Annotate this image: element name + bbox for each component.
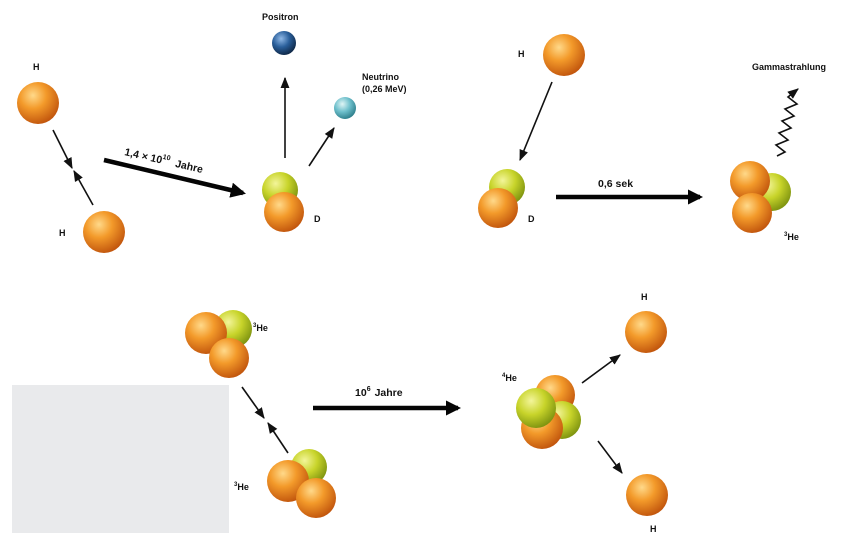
time-exp-3: 6 [367, 386, 371, 393]
label-he4: 4He [502, 373, 517, 383]
positron-particle [272, 31, 296, 55]
arrow-h-step2 [519, 81, 553, 162]
time-base-1: 1,4 × 10 [123, 146, 163, 166]
arrow-he3-top-in [241, 386, 265, 419]
label-positron: Positron [262, 12, 299, 22]
label-neutrino-name: Neutrino [362, 72, 400, 82]
arrow-h-top-in [52, 129, 73, 170]
time-unit-3: Jahre [375, 387, 403, 399]
time-exp-1: 10 [162, 154, 171, 163]
label-gamma: Gammastrahlung [752, 62, 826, 72]
he3-top-sym: He [256, 323, 268, 333]
proton-h-step2 [543, 34, 585, 76]
label-h-out-top: H [641, 292, 648, 302]
label-neutrino-energy: (0,26 MeV) [362, 84, 407, 94]
neutrino-particle [334, 97, 356, 119]
label-h-out-bottom: H [650, 524, 657, 533]
he3-bottom-sym: He [237, 482, 249, 492]
label-d-1: D [314, 214, 321, 224]
arrow-h-out-top [581, 354, 621, 384]
proton-h-bottom [83, 211, 125, 253]
gamma-wave [774, 88, 799, 157]
proton-h-top [17, 82, 59, 124]
proton-d1 [264, 192, 304, 232]
arrow-reaction-1 [103, 157, 246, 198]
time-label-2: 0,6 sek [598, 178, 633, 190]
neutron-he4-front [516, 388, 556, 428]
arrow-h-bottom-in [73, 170, 94, 206]
label-he3-step2: 3He [784, 232, 799, 242]
proton-d2 [478, 188, 518, 228]
proton-he3-step2-top [730, 161, 770, 201]
time-unit-1: Jahre [174, 158, 204, 176]
he3-top-sup: 3 [253, 323, 257, 329]
arrow-he3-bottom-in [267, 422, 289, 454]
label-h-bottom: H [59, 228, 66, 238]
label-he3-top: 3He [253, 323, 268, 333]
he3-bottom-sup: 3 [234, 482, 238, 488]
he4-sup: 4 [502, 373, 506, 379]
proton-he3-step2-bottom [732, 193, 772, 233]
step-2: H D 0,6 sek 3He Gammastrahlung [478, 34, 826, 242]
arrow-neutrino [308, 127, 335, 167]
proton-he3-top-b [209, 338, 249, 378]
he3-step2-sup: 3 [784, 232, 788, 238]
proton-h-out-top [625, 311, 667, 353]
arrow-h-out-bottom [597, 440, 623, 474]
label-d-2: D [528, 214, 535, 224]
label-he3-bottom: 3He [234, 482, 249, 492]
placeholder-box [12, 385, 229, 533]
he3-step2-sym: He [787, 232, 799, 242]
proton-he3-bottom-b [296, 478, 336, 518]
label-h-top: H [33, 62, 40, 72]
he4-sym: He [505, 373, 517, 383]
label-h-step2: H [518, 49, 525, 59]
time-base-3: 10 [355, 387, 367, 399]
proton-h-out-bottom [626, 474, 668, 516]
time-label-3: 106 Jahre [355, 386, 403, 399]
